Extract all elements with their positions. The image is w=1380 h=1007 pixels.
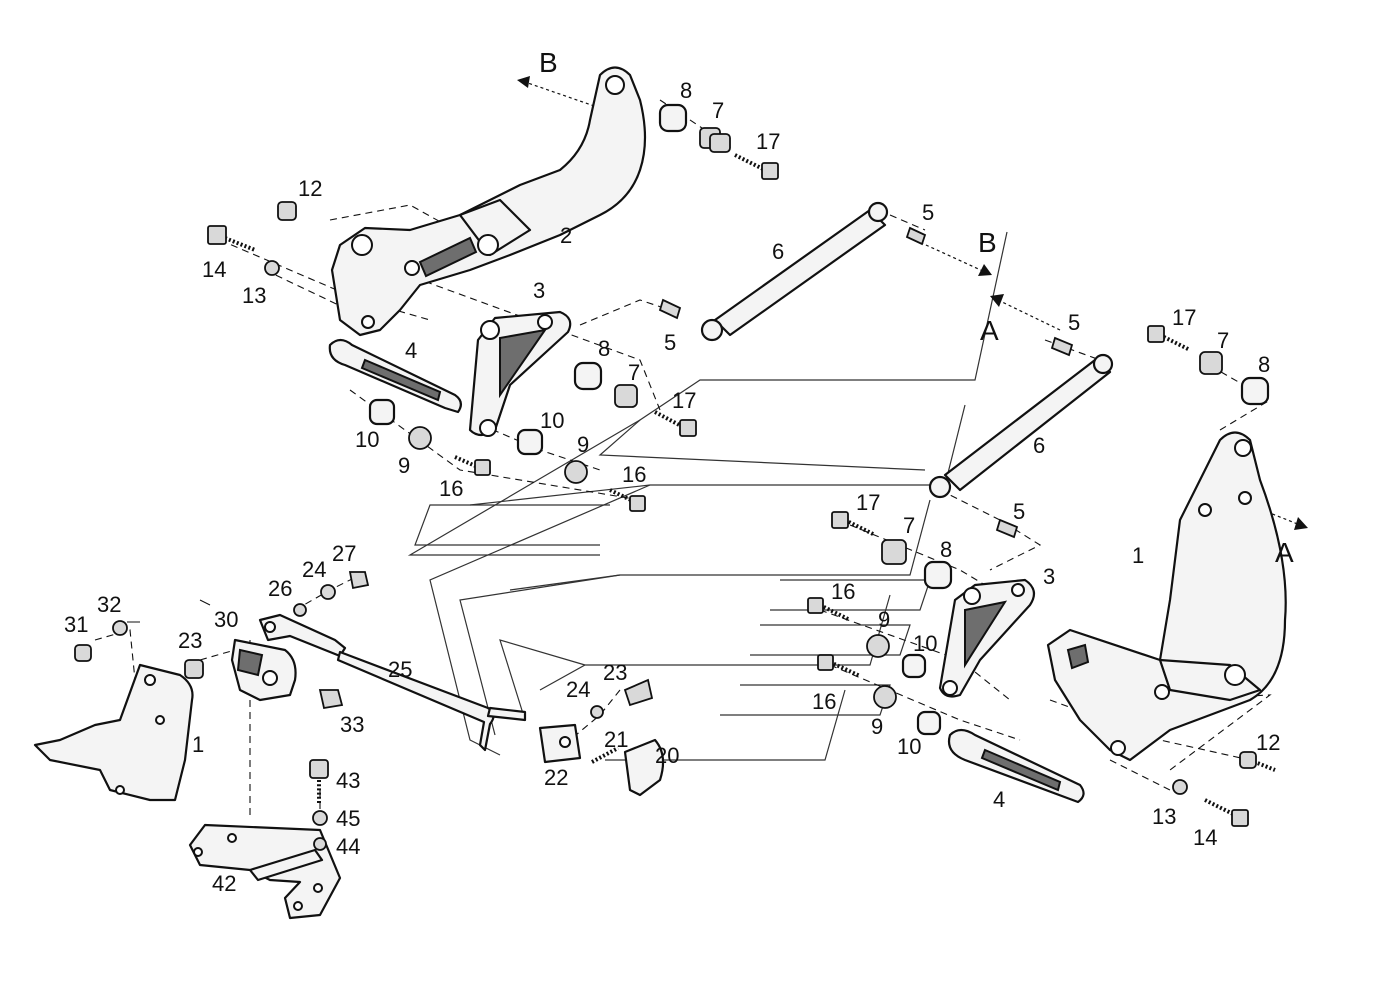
callout-17: 17 <box>672 388 696 413</box>
callout-8: 8 <box>940 537 952 562</box>
view-arrows <box>517 76 1308 530</box>
callout-2: 2 <box>560 223 572 248</box>
callout-8: 8 <box>1258 352 1270 377</box>
callout-6: 6 <box>1033 433 1045 458</box>
callout-32: 32 <box>97 592 121 617</box>
callout-13: 13 <box>1152 804 1176 829</box>
fasteners <box>207 103 1276 827</box>
callout-7: 7 <box>903 513 915 538</box>
callout-7: 7 <box>712 98 724 123</box>
background-chevrons <box>407 231 1008 761</box>
link-rod-left <box>328 338 462 414</box>
callout-10: 10 <box>355 427 379 452</box>
callout-9: 9 <box>871 714 883 739</box>
gas-strut-lower <box>928 353 1114 499</box>
callout-30: 30 <box>214 607 238 632</box>
latch-assembly <box>33 571 665 920</box>
callout-3: 3 <box>533 278 545 303</box>
assembly-lines <box>94 99 1272 820</box>
callout-5: 5 <box>1013 499 1025 524</box>
callout-12: 12 <box>1256 730 1280 755</box>
callouts: 1 1 2 3 3 4 4 5 5 5 5 6 6 7 7 7 7 8 8 8 … <box>64 47 1294 896</box>
callout-27: 27 <box>332 541 356 566</box>
callout-16: 16 <box>622 462 646 487</box>
bracket-upper-left <box>330 66 647 337</box>
callout-24: 24 <box>566 677 590 702</box>
view-label-b: B <box>539 47 558 78</box>
link-rod-right <box>947 728 1085 804</box>
callout-9: 9 <box>398 453 410 478</box>
callout-8: 8 <box>598 336 610 361</box>
callout-10: 10 <box>540 408 564 433</box>
callout-5: 5 <box>922 200 934 225</box>
callout-4: 4 <box>405 338 417 363</box>
callout-14: 14 <box>1193 825 1217 850</box>
callout-45: 45 <box>336 806 360 831</box>
view-label-a: A <box>980 315 999 346</box>
bracket-right <box>1046 431 1287 762</box>
callout-33: 33 <box>340 712 364 737</box>
callout-44: 44 <box>336 834 360 859</box>
callout-23: 23 <box>603 660 627 685</box>
callout-8: 8 <box>680 78 692 103</box>
callout-10: 10 <box>897 734 921 759</box>
callout-20: 20 <box>655 743 679 768</box>
callout-5: 5 <box>1068 310 1080 335</box>
callout-16: 16 <box>439 476 463 501</box>
callout-10: 10 <box>913 631 937 656</box>
callout-23: 23 <box>178 628 202 653</box>
callout-42: 42 <box>212 871 236 896</box>
callout-9: 9 <box>577 432 589 457</box>
triangle-link-left <box>468 310 572 437</box>
callout-25: 25 <box>388 657 412 682</box>
callout-43: 43 <box>336 768 360 793</box>
view-label-a: A <box>1275 537 1294 568</box>
callout-24: 24 <box>302 557 326 582</box>
callout-17: 17 <box>856 490 880 515</box>
callout-5: 5 <box>664 330 676 355</box>
callout-31: 31 <box>64 612 88 637</box>
callout-1: 1 <box>192 732 204 757</box>
callout-9: 9 <box>878 607 890 632</box>
view-label-b: B <box>978 227 997 258</box>
leader-lines <box>127 599 211 623</box>
callout-4: 4 <box>993 787 1005 812</box>
callout-6: 6 <box>772 239 784 264</box>
gas-strut-upper <box>700 201 889 342</box>
callout-7: 7 <box>1217 328 1229 353</box>
callout-17: 17 <box>1172 305 1196 330</box>
triangle-link-right <box>938 578 1036 698</box>
callout-16: 16 <box>831 579 855 604</box>
callout-21: 21 <box>604 727 628 752</box>
callout-22: 22 <box>544 765 568 790</box>
callout-26: 26 <box>268 576 292 601</box>
callout-14: 14 <box>202 257 226 282</box>
callout-7: 7 <box>628 360 640 385</box>
callout-1: 1 <box>1132 543 1144 568</box>
callout-3: 3 <box>1043 564 1055 589</box>
callout-12: 12 <box>298 176 322 201</box>
callout-16: 16 <box>812 689 836 714</box>
callout-13: 13 <box>242 283 266 308</box>
callout-17: 17 <box>756 129 780 154</box>
